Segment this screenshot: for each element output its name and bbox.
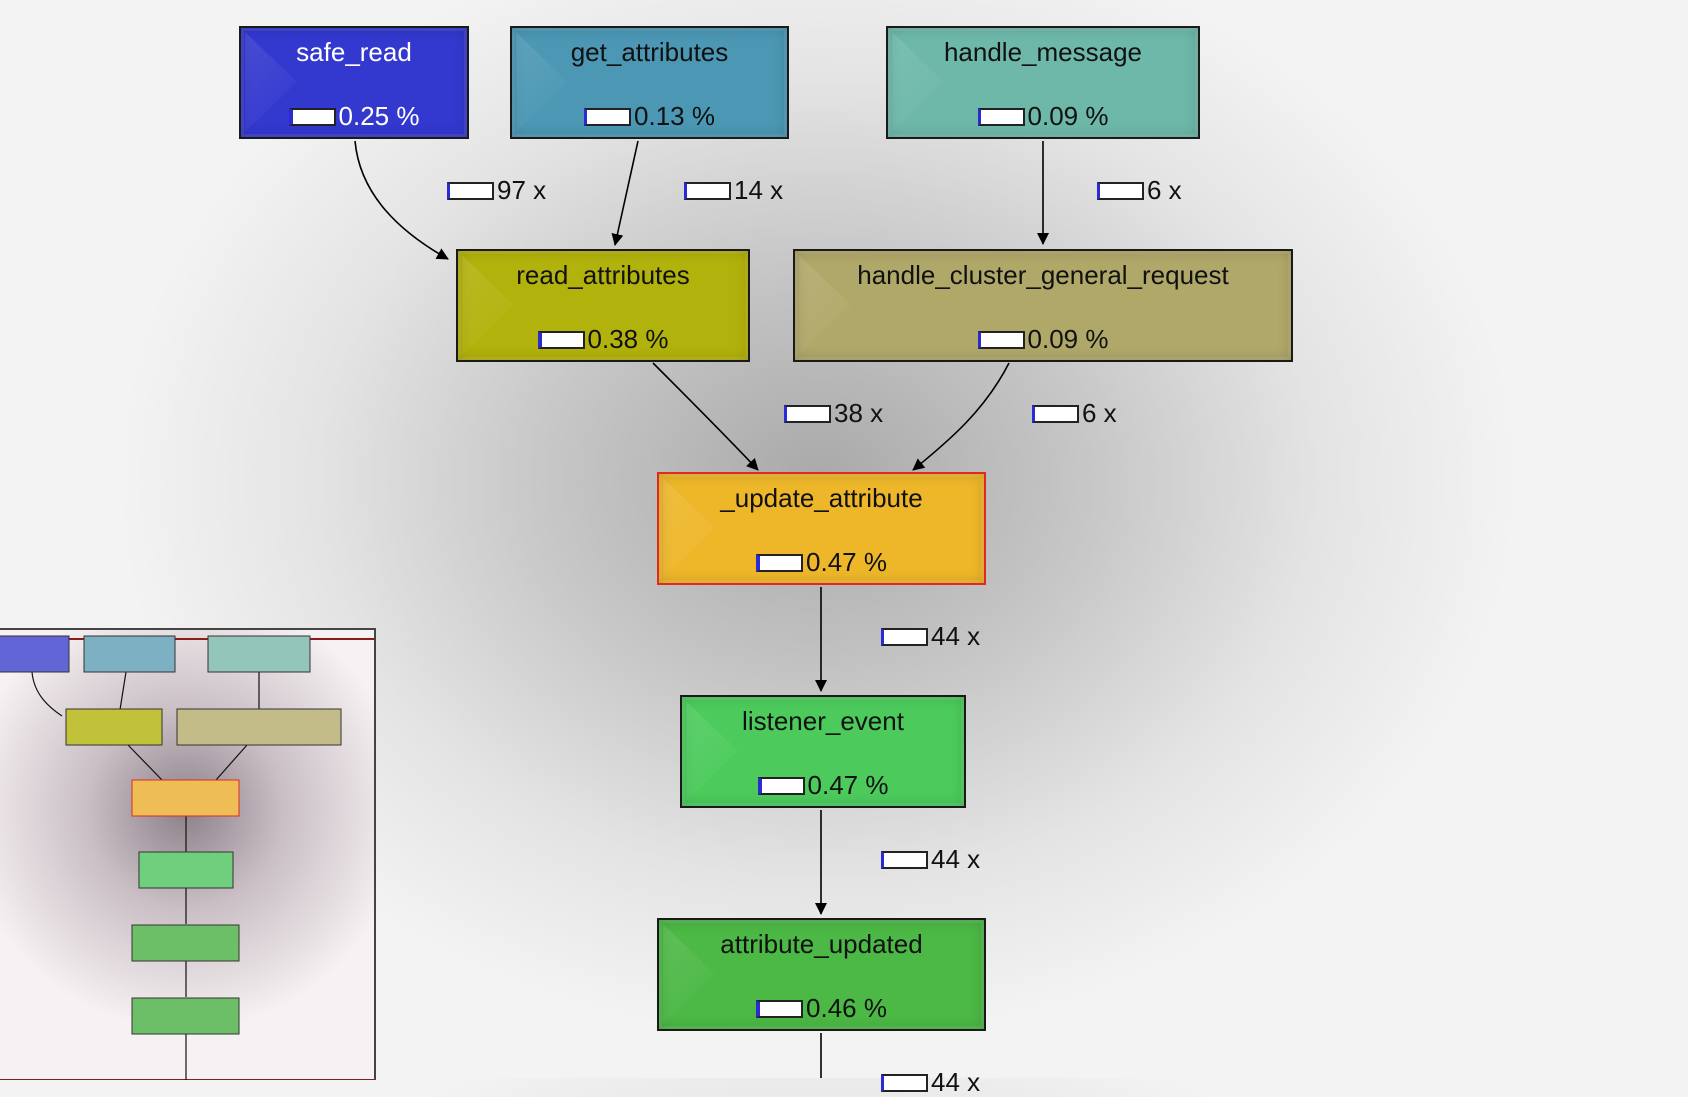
node-title: read_attributes bbox=[458, 259, 748, 291]
node-title: get_attributes bbox=[512, 36, 787, 68]
node-get-attributes[interactable]: get_attributes 0.13 % bbox=[510, 26, 789, 139]
edge-label-update-attribute: 44 x bbox=[881, 621, 980, 651]
minimap-node-get-attributes bbox=[84, 636, 175, 672]
cost-value: 0.46 % bbox=[806, 993, 887, 1023]
call-count: 6 x bbox=[1147, 175, 1182, 205]
edge-get-attributes-to-read-attributes bbox=[615, 141, 638, 245]
node-cost: 0.09 % bbox=[795, 324, 1291, 354]
cost-value: 0.38 % bbox=[588, 324, 669, 354]
call-bar bbox=[881, 851, 928, 869]
call-bar bbox=[1032, 405, 1079, 423]
node-cost: 0.13 % bbox=[512, 101, 787, 131]
edge-safe-read-to-read-attributes bbox=[355, 141, 448, 259]
node-cost: 0.47 % bbox=[682, 770, 964, 800]
edge-label-get-attributes: 14 x bbox=[684, 175, 783, 205]
cost-bar bbox=[538, 331, 585, 349]
node-title: handle_message bbox=[888, 36, 1198, 68]
call-bar bbox=[1097, 182, 1144, 200]
call-count: 6 x bbox=[1082, 398, 1117, 428]
call-count: 97 x bbox=[497, 175, 546, 205]
node-cost: 0.47 % bbox=[659, 547, 984, 577]
cost-bar bbox=[756, 1000, 803, 1018]
node-read-attributes[interactable]: read_attributes 0.38 % bbox=[456, 249, 750, 362]
cost-bar bbox=[584, 108, 631, 126]
call-bar bbox=[881, 628, 928, 646]
node-listener-event[interactable]: listener_event 0.47 % bbox=[680, 695, 966, 808]
node-title: safe_read bbox=[241, 36, 467, 68]
call-bar bbox=[684, 182, 731, 200]
node-handle-cluster-general-request[interactable]: handle_cluster_general_request 0.09 % bbox=[793, 249, 1293, 362]
call-count: 14 x bbox=[734, 175, 783, 205]
call-bar bbox=[784, 405, 831, 423]
call-count: 44 x bbox=[931, 1067, 980, 1097]
node-title: attribute_updated bbox=[659, 928, 984, 960]
cost-value: 0.47 % bbox=[806, 547, 887, 577]
call-bar bbox=[881, 1074, 928, 1092]
minimap-node-update-attribute bbox=[132, 780, 239, 816]
node-cost: 0.38 % bbox=[458, 324, 748, 354]
cost-bar bbox=[289, 108, 336, 126]
cost-value: 0.47 % bbox=[808, 770, 889, 800]
node-title: listener_event bbox=[682, 705, 964, 737]
node-cost: 0.09 % bbox=[888, 101, 1198, 131]
minimap-node-safe-read bbox=[0, 636, 69, 672]
node-cost: 0.25 % bbox=[241, 101, 467, 131]
node-safe-read[interactable]: safe_read 0.25 % bbox=[239, 26, 469, 139]
cost-value: 0.09 % bbox=[1028, 324, 1109, 354]
minimap-node-attribute-updated bbox=[132, 925, 239, 961]
cost-bar bbox=[978, 331, 1025, 349]
minimap-graph bbox=[0, 630, 374, 1080]
cost-value: 0.13 % bbox=[634, 101, 715, 131]
call-count: 44 x bbox=[931, 621, 980, 651]
node-handle-message[interactable]: handle_message 0.09 % bbox=[886, 26, 1200, 139]
node-update-attribute[interactable]: _update_attribute 0.47 % bbox=[657, 472, 986, 585]
minimap-node-read-attributes bbox=[66, 709, 162, 745]
minimap-edge bbox=[32, 672, 62, 716]
edge-label-handle-cluster: 6 x bbox=[1032, 398, 1117, 428]
call-count: 38 x bbox=[834, 398, 883, 428]
minimap-node-listener-event bbox=[139, 852, 233, 888]
cost-bar bbox=[758, 777, 805, 795]
cost-bar bbox=[756, 554, 803, 572]
node-title: handle_cluster_general_request bbox=[795, 259, 1291, 291]
edge-handle-cluster-to-update-attribute bbox=[913, 363, 1009, 470]
edge-label-safe-read: 97 x bbox=[447, 175, 546, 205]
cost-bar bbox=[978, 108, 1025, 126]
minimap-node-handle-cluster bbox=[177, 709, 341, 745]
overview-minimap[interactable] bbox=[0, 628, 376, 1080]
edge-label-listener-event: 44 x bbox=[881, 844, 980, 874]
edge-label-handle-message: 6 x bbox=[1097, 175, 1182, 205]
edge-read-attributes-to-update-attribute bbox=[653, 363, 758, 470]
call-bar bbox=[447, 182, 494, 200]
minimap-edge bbox=[128, 745, 162, 780]
call-count: 44 x bbox=[931, 844, 980, 874]
node-title: _update_attribute bbox=[659, 482, 984, 514]
minimap-node-handle-message bbox=[208, 636, 310, 672]
cost-value: 0.09 % bbox=[1028, 101, 1109, 131]
cost-value: 0.25 % bbox=[339, 101, 420, 131]
node-attribute-updated[interactable]: attribute_updated 0.46 % bbox=[657, 918, 986, 1031]
edge-label-attribute-updated: 44 x bbox=[881, 1067, 980, 1097]
minimap-edge bbox=[216, 745, 247, 780]
node-cost: 0.46 % bbox=[659, 993, 984, 1023]
minimap-node-next bbox=[132, 998, 239, 1034]
edge-label-read-attributes: 38 x bbox=[784, 398, 883, 428]
